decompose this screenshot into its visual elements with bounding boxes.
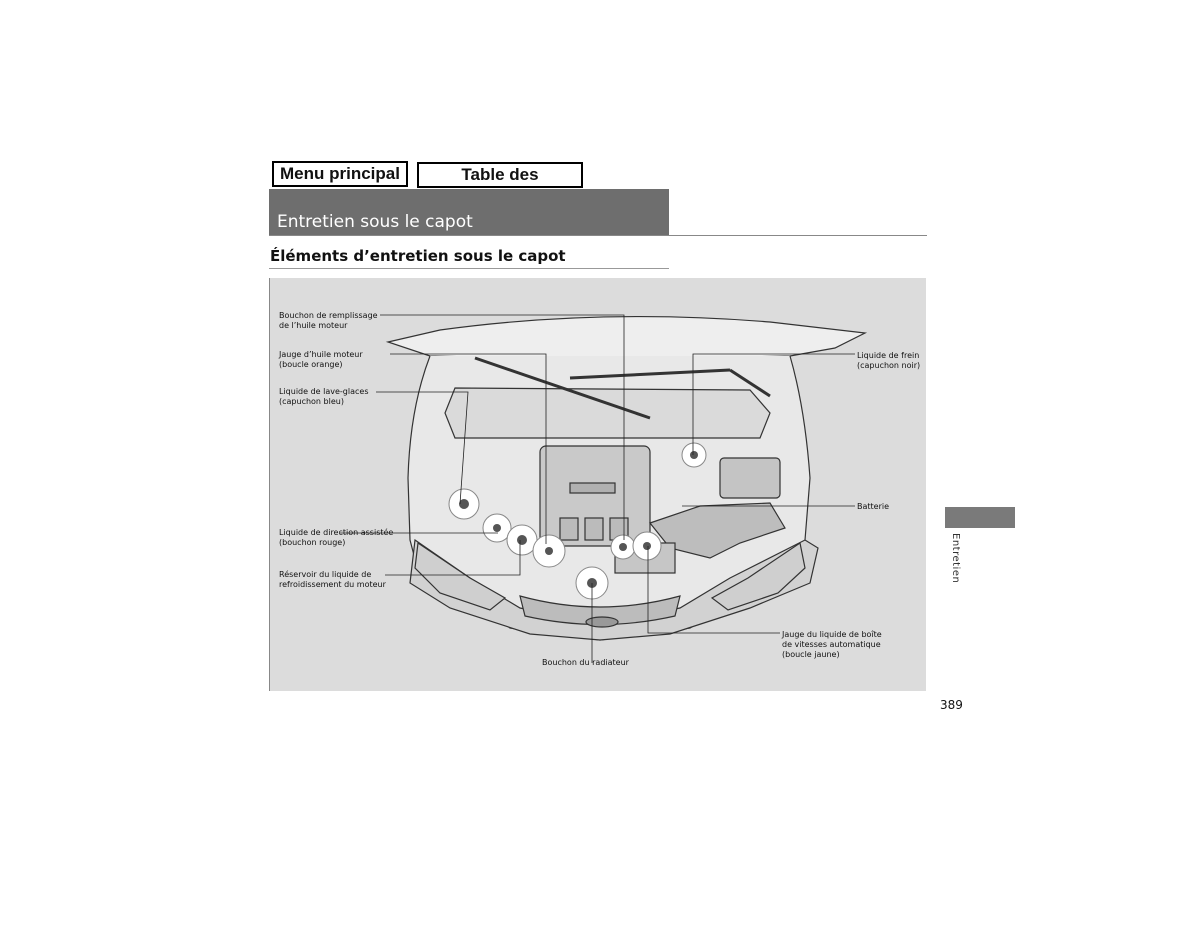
engine-bay-figure: Bouchon de remplissage de l’huile moteur… <box>269 278 926 691</box>
label-power-steering-fluid: Liquide de direction assistée (bouchon r… <box>279 528 394 547</box>
label-oil-dipstick: Jauge d’huile moteur (boucle orange) <box>279 350 363 369</box>
label-radiator-cap: Bouchon du radiateur <box>542 658 629 667</box>
subsection-divider <box>269 268 669 269</box>
label-washer-fluid: Liquide de lave-glaces (capuchon bleu) <box>279 387 369 406</box>
label-coolant-reservoir: Réservoir du liquide de refroidissement … <box>279 570 386 589</box>
engine-bay-illustration <box>340 314 868 663</box>
main-menu-button[interactable]: Menu principal <box>272 161 408 187</box>
chapter-side-tab[interactable] <box>945 507 1015 528</box>
section-title: Entretien sous le capot <box>277 212 473 232</box>
label-battery: Batterie <box>857 502 890 511</box>
section-divider <box>269 235 927 236</box>
page-number: 389 <box>940 698 963 712</box>
label-atf-dipstick: Jauge du liquide de boîte de vitesses au… <box>782 630 882 659</box>
section-header-band <box>269 189 669 236</box>
table-of-contents-button[interactable]: Table des matières <box>417 162 583 206</box>
label-brake-fluid: Liquide de frein (capuchon noir) <box>857 351 921 370</box>
chapter-side-label: Entretien <box>950 533 961 584</box>
subsection-title: Éléments d’entretien sous le capot <box>270 247 566 265</box>
label-oil-filler-cap: Bouchon de remplissage de l’huile moteur <box>279 311 378 330</box>
